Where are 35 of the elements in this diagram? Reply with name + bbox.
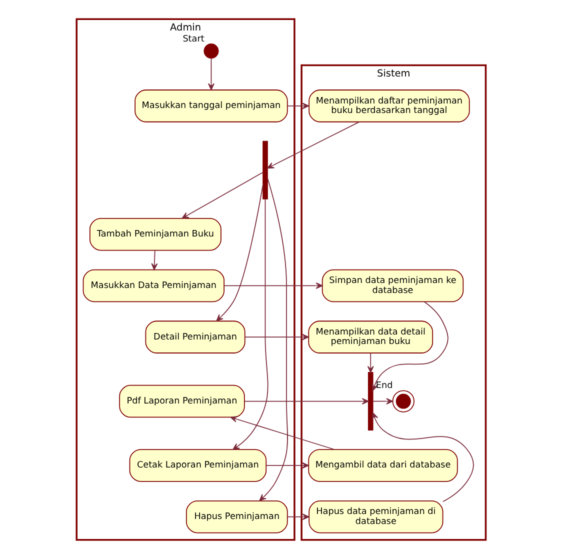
node-box: Mengambil data dari database bbox=[308, 449, 458, 482]
node-label: Start bbox=[182, 34, 204, 44]
node-box: Hapus data peminjaman di database bbox=[308, 500, 443, 534]
node-box: Menampilkan data detail peminjaman buku bbox=[308, 320, 433, 354]
arrow bbox=[366, 352, 374, 373]
arrow bbox=[223, 282, 322, 289]
arrow bbox=[265, 462, 308, 469]
node-box: Detail Peminjaman bbox=[144, 320, 245, 354]
node-bar bbox=[262, 140, 268, 200]
arrow bbox=[181, 172, 263, 219]
arrow bbox=[371, 412, 474, 502]
node-circle bbox=[392, 390, 414, 412]
node-box: Hapus Peminjaman bbox=[185, 500, 288, 534]
node-box: Tambah Peminjaman Buku bbox=[88, 218, 221, 251]
node-box: Masukkan tanggal peminjaman bbox=[134, 90, 288, 122]
node-circle bbox=[203, 44, 218, 59]
arrow bbox=[150, 250, 158, 270]
node-box: Masukkan Data Peminjaman bbox=[82, 269, 224, 302]
node-box: Cetak Laporan Peminjaman bbox=[128, 449, 266, 482]
arrow bbox=[372, 398, 393, 404]
node-box: Menampilkan daftar peminjaman buku berdasarkan tanggal bbox=[308, 90, 470, 122]
arrow bbox=[244, 334, 308, 340]
arrow bbox=[208, 58, 214, 90]
arrow bbox=[286, 102, 309, 110]
node-box: Pdf Laporan Peminjaman bbox=[118, 384, 244, 418]
node-box: Simpan data peminjaman ke database bbox=[321, 269, 464, 302]
arrow bbox=[230, 416, 334, 450]
arrow bbox=[232, 198, 268, 450]
arrow bbox=[258, 178, 288, 502]
arrow bbox=[244, 398, 368, 404]
arrow bbox=[216, 184, 263, 322]
node-bar bbox=[367, 372, 373, 430]
arrow bbox=[266, 122, 360, 169]
node-label: End bbox=[375, 380, 392, 391]
arrow bbox=[286, 514, 309, 520]
